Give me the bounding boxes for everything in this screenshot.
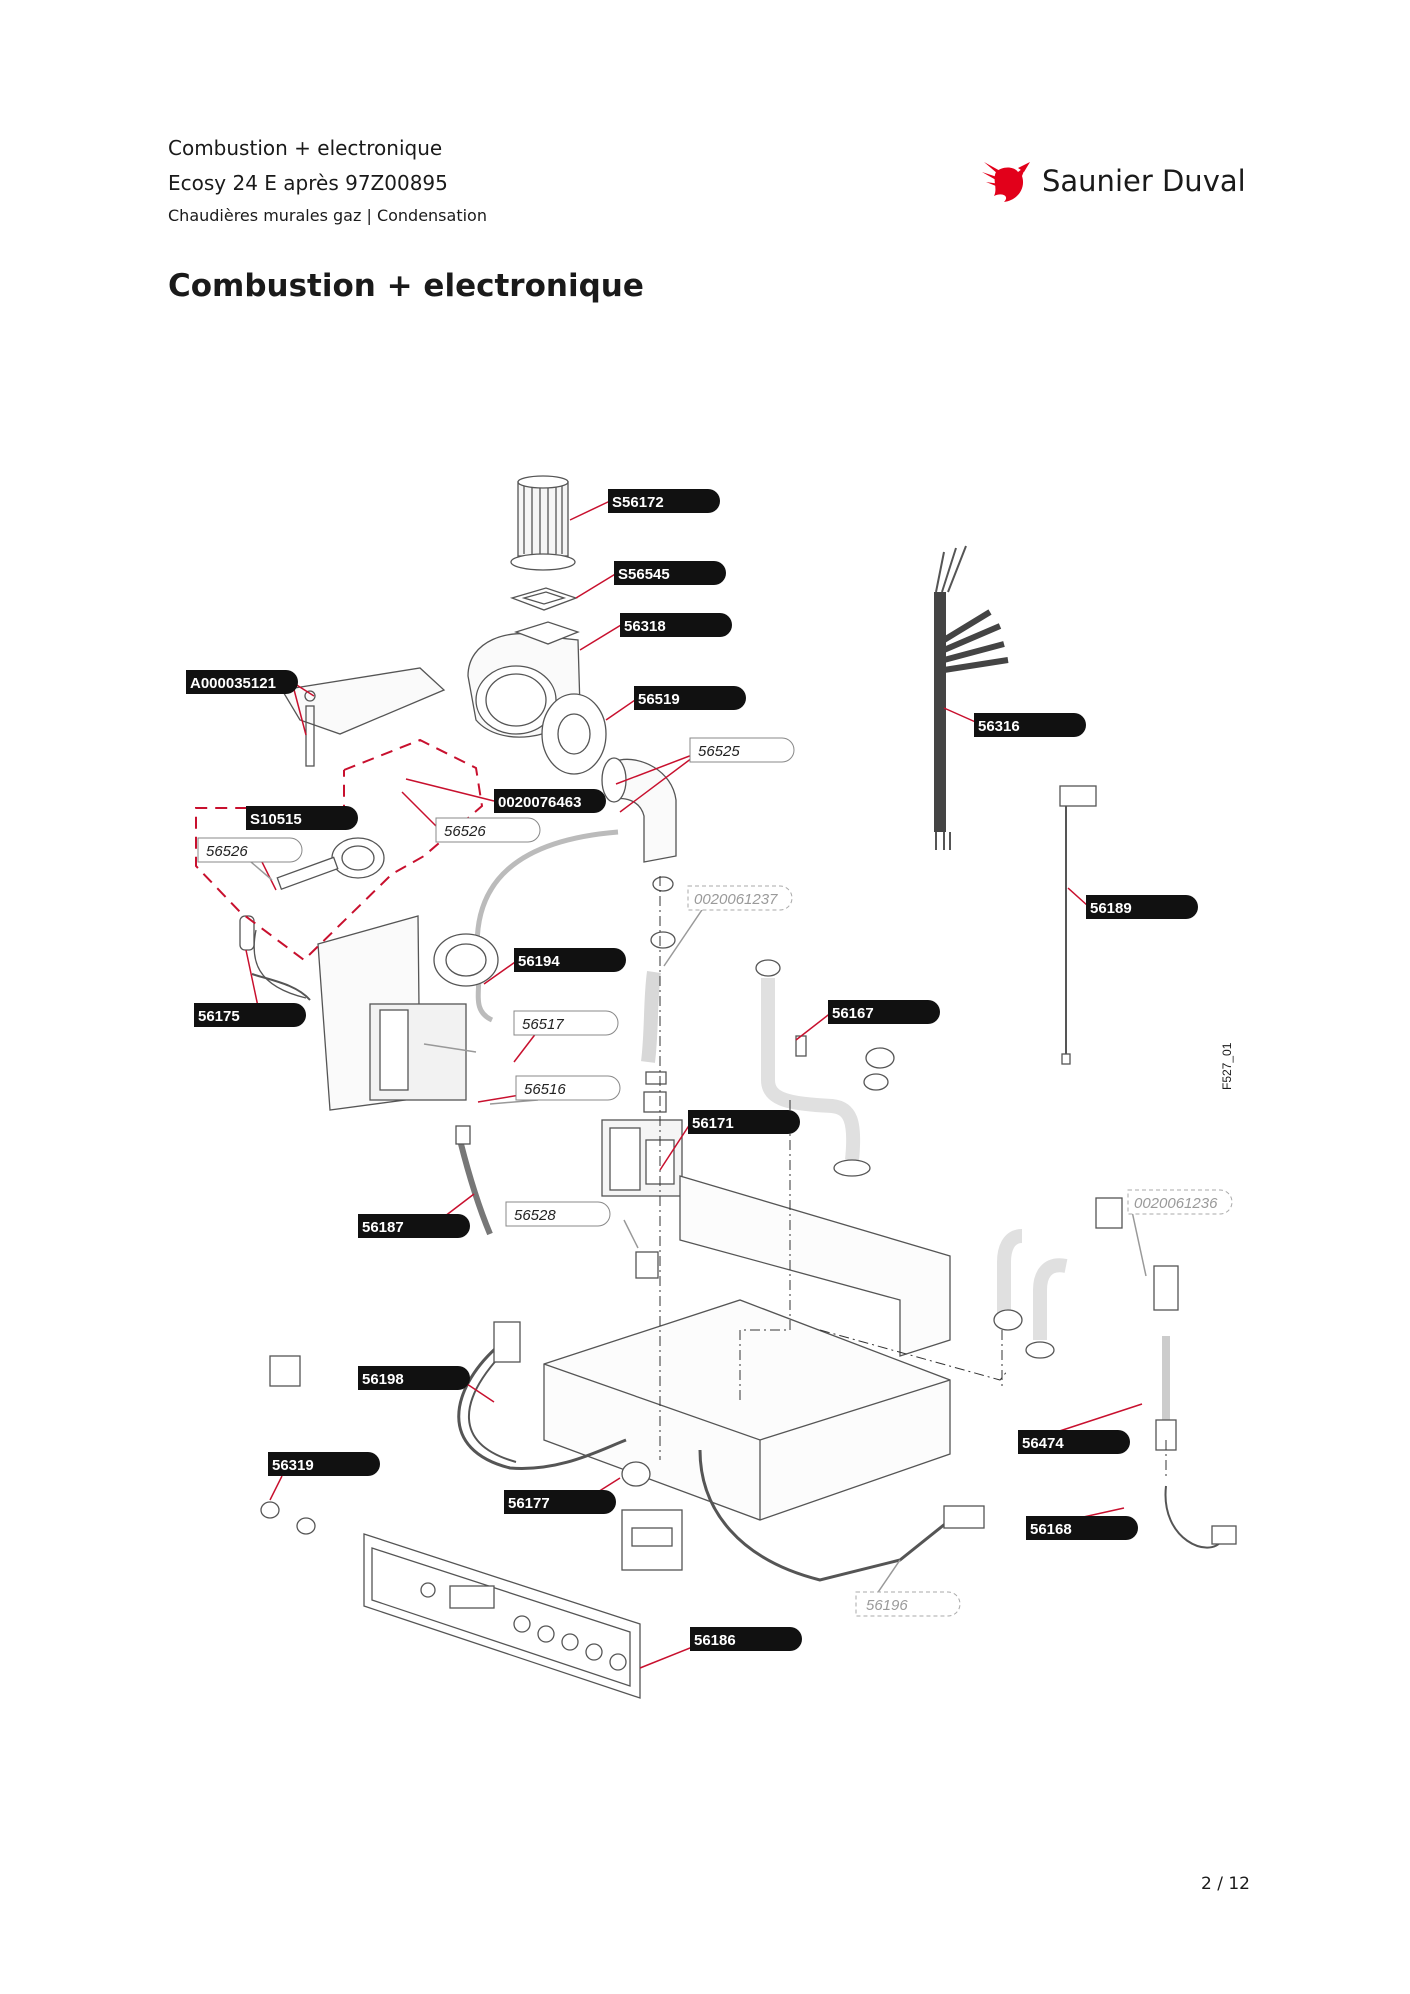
ribbon-cable-drawing bbox=[457, 1139, 493, 1236]
label-S56545: S56545 bbox=[614, 561, 726, 585]
svg-text:56526: 56526 bbox=[444, 823, 486, 840]
label-56526-electrode: 56526 bbox=[197, 837, 303, 863]
leader-lines bbox=[245, 500, 1143, 1669]
svg-text:56525: 56525 bbox=[698, 743, 740, 760]
svg-text:56519: 56519 bbox=[638, 691, 680, 708]
svg-text:56474: 56474 bbox=[1022, 1435, 1064, 1452]
svg-text:56517: 56517 bbox=[522, 1016, 564, 1033]
elbow-drawing bbox=[609, 758, 677, 863]
bracket-drawing bbox=[280, 667, 446, 735]
gasket-drawing bbox=[509, 587, 578, 611]
svg-text:56175: 56175 bbox=[198, 1008, 240, 1025]
label-56194: 56194 bbox=[514, 948, 626, 972]
label-56526-kit: 56526 bbox=[435, 817, 541, 843]
electrode-drawing bbox=[239, 837, 385, 999]
svg-text:56196: 56196 bbox=[866, 1597, 908, 1614]
svg-text:0020061237: 0020061237 bbox=[694, 891, 778, 908]
page-number: 2 / 12 bbox=[1201, 1874, 1250, 1894]
svg-text:56168: 56168 bbox=[1030, 1521, 1072, 1538]
label-56319: 56319 bbox=[268, 1452, 380, 1476]
harness-drawing bbox=[934, 545, 1009, 850]
svg-text:56516: 56516 bbox=[524, 1081, 566, 1098]
label-0020061236: 0020061236 bbox=[1127, 1189, 1233, 1215]
label-56186: 56186 bbox=[690, 1627, 802, 1651]
label-56196: 56196 bbox=[855, 1591, 961, 1617]
gas-pipe-drawing bbox=[635, 876, 676, 1279]
bird-icon bbox=[982, 162, 1030, 202]
svg-text:56171: 56171 bbox=[692, 1115, 734, 1132]
nut-drawing bbox=[260, 1501, 280, 1519]
control-panel-drawing bbox=[363, 1533, 641, 1699]
label-56525: 56525 bbox=[689, 737, 795, 763]
wiring-loom-drawing bbox=[251, 973, 985, 1582]
header-category: Chaudières murales gaz | Condensation bbox=[168, 206, 487, 225]
svg-text:S56545: S56545 bbox=[618, 566, 670, 583]
svg-text:56189: 56189 bbox=[1090, 900, 1132, 917]
label-A000035121: A000035121 bbox=[186, 670, 298, 694]
header-model: Ecosy 24 E après 97Z00895 bbox=[168, 171, 448, 195]
svg-text:56167: 56167 bbox=[832, 1005, 874, 1022]
label-56198: 56198 bbox=[358, 1366, 470, 1390]
burner-tube-drawing bbox=[510, 475, 576, 571]
header-breadcrumb-title: Combustion + electronique bbox=[168, 136, 443, 160]
svg-text:56198: 56198 bbox=[362, 1371, 404, 1388]
brand-logo: Saunier Duval bbox=[980, 158, 1260, 208]
svg-text:56526: 56526 bbox=[206, 843, 248, 860]
label-0020061237: 0020061237 bbox=[687, 885, 793, 911]
label-56316: 56316 bbox=[974, 713, 1086, 737]
page-title: Combustion + electronique bbox=[168, 268, 644, 304]
figure-reference: F527_01 bbox=[1220, 1042, 1234, 1090]
label-56516: 56516 bbox=[515, 1075, 621, 1101]
svg-text:56186: 56186 bbox=[694, 1632, 736, 1649]
pressure-switch-drawing bbox=[621, 1461, 651, 1487]
brand-name: Saunier Duval bbox=[1042, 164, 1246, 198]
label-56528: 56528 bbox=[505, 1201, 611, 1227]
kit-boundary bbox=[195, 738, 484, 962]
label-56171: 56171 bbox=[688, 1110, 800, 1134]
svg-text:56318: 56318 bbox=[624, 618, 666, 635]
probe-connector-drawing bbox=[1059, 785, 1097, 807]
svg-text:56187: 56187 bbox=[362, 1219, 404, 1236]
control-box-drawing bbox=[317, 915, 499, 1111]
svg-text:0020061236: 0020061236 bbox=[1134, 1195, 1218, 1212]
svg-text:56528: 56528 bbox=[514, 1207, 556, 1224]
label-56519: 56519 bbox=[634, 686, 746, 710]
svg-text:56316: 56316 bbox=[978, 718, 1020, 735]
label-56168: 56168 bbox=[1026, 1516, 1138, 1540]
label-0020076463: 0020076463 bbox=[494, 789, 606, 813]
svg-text:S10515: S10515 bbox=[250, 811, 302, 828]
chassis-drawing bbox=[543, 1175, 951, 1521]
label-S10515: S10515 bbox=[246, 806, 358, 830]
svg-text:A000035121: A000035121 bbox=[190, 675, 276, 692]
label-56474: 56474 bbox=[1018, 1430, 1130, 1454]
svg-text:56194: 56194 bbox=[518, 953, 560, 970]
alignment-lines bbox=[659, 876, 1167, 1480]
label-56517: 56517 bbox=[513, 1010, 619, 1036]
label-56167: 56167 bbox=[828, 1000, 940, 1024]
return-pipe-drawing bbox=[993, 1197, 1179, 1359]
svg-text:S56172: S56172 bbox=[612, 494, 664, 511]
label-56189: 56189 bbox=[1086, 895, 1198, 919]
label-S56172: S56172 bbox=[608, 489, 720, 513]
label-56318: 56318 bbox=[620, 613, 732, 637]
label-56187: 56187 bbox=[358, 1214, 470, 1238]
svg-text:56319: 56319 bbox=[272, 1457, 314, 1474]
flange-drawing bbox=[541, 693, 607, 775]
part-labels: S56172 S56545 56318 A000035121 56519 002… bbox=[186, 489, 1233, 1651]
svg-text:56177: 56177 bbox=[508, 1495, 550, 1512]
water-pipe-drawing bbox=[755, 959, 895, 1177]
svg-text:0020076463: 0020076463 bbox=[498, 794, 581, 811]
label-56177: 56177 bbox=[504, 1490, 616, 1514]
label-56175: 56175 bbox=[194, 1003, 306, 1027]
gas-valve-drawing bbox=[601, 1119, 683, 1197]
